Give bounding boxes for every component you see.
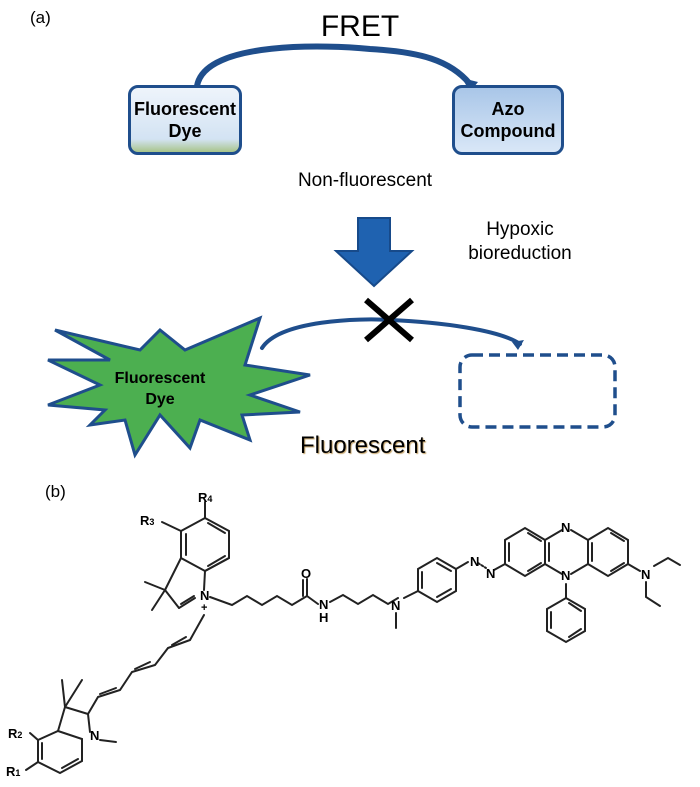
fret-title: FRET — [320, 10, 400, 43]
process-line2: bioreduction — [468, 243, 572, 264]
panel-b-label: (b) — [45, 482, 66, 501]
atom-o-amide: O — [301, 566, 312, 581]
fluorescent-starburst — [47, 315, 311, 459]
down-block-arrow — [333, 217, 415, 288]
blocked-x-icon — [364, 297, 414, 343]
atom-n-methylamine: N — [391, 598, 401, 613]
phenylene-ring — [417, 556, 457, 604]
acceptor-label-line1: Azo — [491, 99, 525, 119]
atom-r2: R2 — [8, 726, 23, 741]
cleaved-acceptor-placeholder — [458, 353, 617, 429]
atom-h-amide: H — [319, 610, 329, 625]
atom-n-azo-1: N — [470, 554, 480, 569]
phenazine-left-ring — [504, 526, 546, 578]
acceptor-label-line2: Compound — [460, 121, 556, 141]
n-phenyl-ring — [546, 596, 586, 644]
cyanine-azo-phenazine-structure — [25, 501, 681, 775]
fluorescent-caption: Fluorescent — [300, 432, 426, 459]
blocked-arc-arrowhead — [512, 340, 524, 350]
process-line1: Hypoxic — [486, 219, 554, 240]
atom-n-azo-2: N — [486, 566, 496, 581]
star-label-line2: Dye — [145, 391, 175, 408]
starburst-label: Fluorescent Dye — [80, 368, 240, 410]
atom-r3: R3 — [140, 513, 155, 528]
upper-benzene-ring — [180, 516, 230, 573]
atom-r1: R1 — [6, 764, 21, 779]
acceptor-azo-compound-box: Azo Compound — [452, 85, 564, 155]
atom-n-phenazine-top: N — [561, 520, 571, 535]
atom-n-indoline: N — [90, 728, 100, 743]
atom-n-indolium: N — [200, 588, 210, 603]
lower-benzene-ring — [37, 729, 83, 775]
atom-n-amide: N — [319, 597, 329, 612]
non-fluorescent-caption: Non-fluorescent — [297, 170, 433, 191]
donor-label-line1: Fluorescent — [133, 99, 237, 119]
donor-fluorescent-dye-box: Fluorescent Dye — [128, 85, 242, 155]
donor-label-line2: Dye — [168, 121, 202, 141]
atom-plus-charge: + — [201, 602, 208, 614]
atom-n-diethyl: N — [641, 567, 651, 582]
fret-arc-arrow — [194, 43, 473, 89]
panel-a-label: (a) — [30, 8, 51, 27]
hypoxic-bioreduction-caption: Hypoxic bioreduction — [430, 218, 610, 266]
atom-n-phenazine-bottom: N — [561, 568, 571, 583]
star-label-line1: Fluorescent — [114, 370, 206, 387]
phenazine-right-ring — [587, 526, 629, 578]
atom-r4: R4 — [198, 490, 213, 505]
